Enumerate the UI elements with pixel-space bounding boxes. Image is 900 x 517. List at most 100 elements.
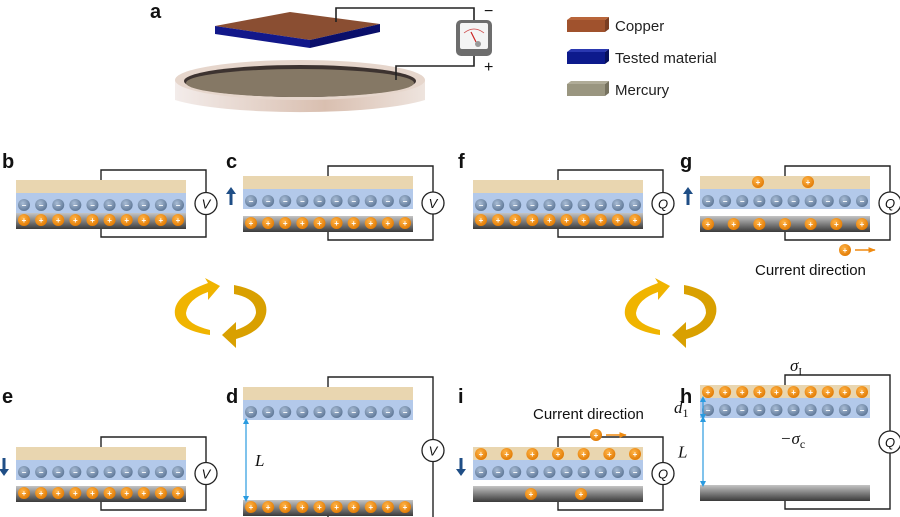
positive-charge: + — [18, 214, 30, 226]
negative-charge: − — [262, 406, 275, 418]
svg-text:+: + — [564, 216, 569, 225]
positive-charge: + — [103, 214, 116, 226]
svg-text:+: + — [403, 503, 408, 512]
negative-charge: − — [753, 195, 766, 207]
svg-text:+: + — [616, 216, 621, 225]
negative-charge: − — [577, 199, 590, 211]
positive-charge: + — [137, 214, 150, 226]
negative-charge: − — [543, 466, 556, 478]
svg-text:−: − — [706, 406, 711, 415]
svg-text:+: + — [39, 216, 44, 225]
svg-text:+: + — [529, 490, 534, 499]
legend-swatch-mercury — [567, 84, 605, 96]
negative-charge: − — [137, 466, 150, 478]
positive-charge: + — [802, 176, 814, 188]
svg-text:+: + — [547, 216, 552, 225]
negative-charge: − — [137, 199, 150, 211]
negative-charge: − — [262, 195, 275, 207]
svg-text:−: − — [843, 406, 848, 415]
panel-f: fQ−−−−−−−−−−++++++++++ — [458, 151, 675, 238]
svg-text:+: + — [266, 503, 271, 512]
positive-charge: + — [69, 487, 82, 499]
positive-charge: + — [611, 214, 624, 226]
top-charge-density-label: σI — [790, 356, 802, 378]
svg-text:+: + — [300, 503, 305, 512]
positive-charge: + — [838, 386, 851, 398]
positive-charge: + — [330, 501, 343, 513]
positive-charge: + — [475, 214, 487, 226]
svg-text:+: + — [249, 219, 254, 228]
negative-charge: − — [787, 195, 800, 207]
current-direction-label: Current direction — [755, 262, 866, 279]
svg-text:−: − — [141, 468, 146, 477]
svg-text:−: − — [73, 468, 78, 477]
positive-charge: + — [509, 214, 522, 226]
svg-text:+: + — [581, 450, 586, 459]
positive-charge: + — [120, 487, 133, 499]
negative-charge: − — [154, 199, 167, 211]
positive-charge: + — [330, 217, 343, 229]
positive-charge: + — [560, 214, 573, 226]
negative-charge: − — [509, 199, 522, 211]
svg-text:−: − — [249, 197, 254, 206]
negative-charge: − — [399, 406, 411, 418]
svg-text:−: − — [124, 201, 129, 210]
negative-charge: − — [856, 195, 868, 207]
negative-charge: − — [821, 404, 834, 416]
positive-charge: + — [552, 448, 564, 460]
wire-top — [335, 7, 475, 22]
svg-text:−: − — [757, 197, 762, 206]
svg-text:+: + — [107, 489, 112, 498]
svg-text:−: − — [334, 197, 339, 206]
positive-charge: + — [830, 218, 843, 230]
svg-text:+: + — [756, 178, 761, 187]
negative-charge: − — [770, 404, 783, 416]
svg-text:+: + — [141, 216, 146, 225]
cycle-arrow-left-icon — [174, 278, 220, 335]
negative-charge: − — [52, 199, 65, 211]
svg-text:+: + — [808, 220, 813, 229]
svg-text:+: + — [740, 388, 745, 397]
negative-charge: − — [103, 466, 116, 478]
svg-text:−: − — [860, 197, 865, 206]
circuit-wire — [100, 214, 207, 238]
cycle-arrows-voltage — [174, 278, 267, 348]
positive-charge: + — [103, 487, 116, 499]
positive-charge: + — [86, 214, 99, 226]
positive-charge: + — [35, 487, 48, 499]
svg-text:−: − — [90, 201, 95, 210]
svg-text:−: − — [56, 201, 61, 210]
svg-text:−: − — [581, 468, 586, 477]
negative-charge: − — [611, 466, 624, 478]
svg-text:+: + — [56, 489, 61, 498]
svg-text:+: + — [633, 216, 638, 225]
panel-c: cV−−−−−−−−−−++++++++++ — [226, 151, 445, 241]
positive-charge: + — [702, 386, 714, 398]
copper-layer — [700, 176, 870, 189]
meter-symbol: V — [202, 197, 212, 212]
positive-charge: + — [35, 214, 48, 226]
svg-text:−: − — [107, 468, 112, 477]
cycle-arrow-left-icon — [624, 278, 670, 335]
svg-text:−: − — [860, 406, 865, 415]
svg-text:+: + — [351, 503, 356, 512]
svg-text:+: + — [334, 503, 339, 512]
svg-text:+: + — [368, 219, 373, 228]
positive-charge: + — [787, 386, 800, 398]
down-arrow-icon — [456, 458, 466, 476]
negative-charge: − — [381, 195, 394, 207]
positive-charge: + — [347, 217, 360, 229]
gap-label: L — [677, 443, 687, 462]
negative-charge: − — [702, 195, 714, 207]
positive-charge: + — [364, 501, 377, 513]
positive-charge: + — [727, 218, 740, 230]
positive-charge: + — [296, 501, 309, 513]
svg-text:−: − — [616, 201, 621, 210]
positive-charge: + — [543, 214, 556, 226]
svg-text:−: − — [825, 406, 830, 415]
negative-charge: − — [753, 404, 766, 416]
svg-text:+: + — [39, 489, 44, 498]
svg-text:−: − — [740, 197, 745, 206]
electrometer-icon — [878, 430, 900, 454]
negative-charge: − — [172, 466, 184, 478]
